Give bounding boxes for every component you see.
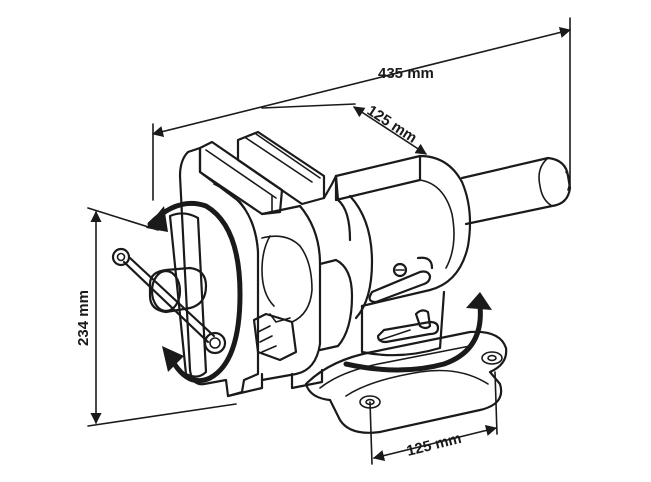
dimension-overall-length: 435 mm	[151, 17, 572, 201]
dimension-jaw-width: 125 mm	[261, 102, 427, 155]
jaw-width-ext	[261, 103, 356, 109]
base-width-label: 125 mm	[405, 430, 463, 460]
swivel-base	[304, 330, 508, 434]
rotation-arrow-screw-tail	[162, 346, 184, 372]
height-ext-top	[87, 207, 159, 231]
overall-length-line	[151, 27, 572, 137]
anvil-block	[236, 130, 338, 206]
lock-handle-upper	[368, 256, 434, 304]
lock-handle-lower	[376, 309, 440, 344]
pipe-jaws	[252, 312, 298, 362]
swivel-column	[360, 290, 446, 357]
spindle-tube	[460, 156, 572, 226]
jaw-width-line	[353, 106, 427, 155]
movable-jaw-body	[168, 146, 264, 398]
dimension-base-width: 125 mm	[369, 371, 498, 465]
base-width-line	[372, 424, 498, 462]
height-ext-bottom	[87, 403, 237, 427]
main-body	[260, 174, 354, 390]
jaw-width-label: 125 mm	[364, 102, 420, 147]
overall-length-label: 435 mm	[378, 65, 434, 82]
rotation-arrow-swivel-head	[466, 292, 492, 310]
height-label: 234 mm	[75, 290, 92, 346]
vise-illustration	[111, 130, 572, 434]
rear-housing	[334, 154, 472, 320]
rotation-arrow-screw-head	[146, 206, 168, 232]
dimension-height: 234 mm	[75, 207, 237, 427]
screw-handle	[111, 247, 227, 355]
rotation-arrow-swivel	[343, 292, 492, 373]
rotation-arrow-screw	[146, 200, 243, 384]
